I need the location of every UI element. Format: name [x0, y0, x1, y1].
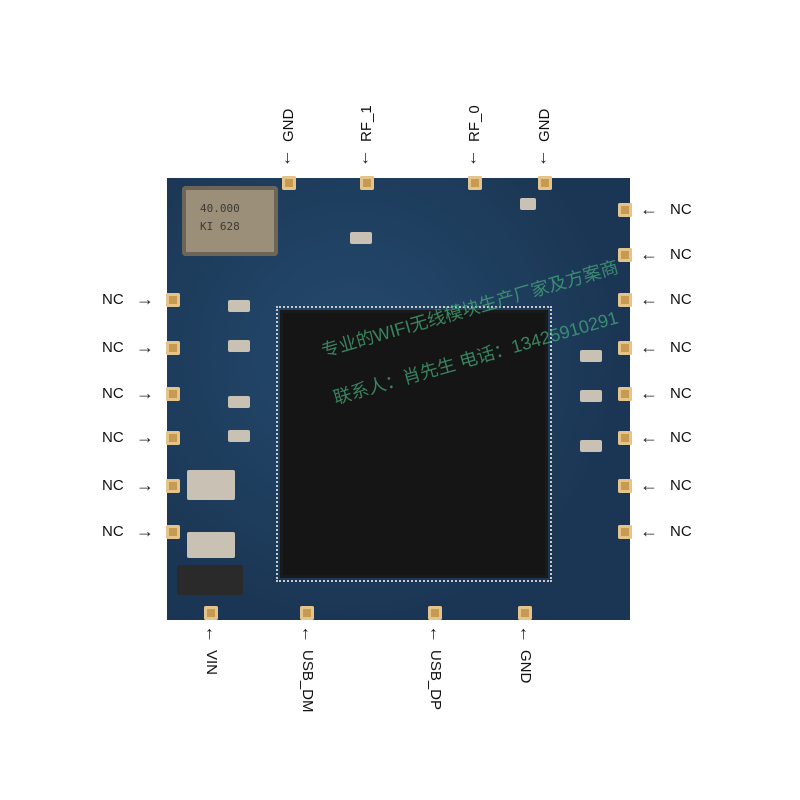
top-pin-label: RF_0: [466, 105, 483, 142]
left-pin-label: NC: [102, 291, 124, 308]
left-pin-pad: [166, 293, 180, 307]
smd-component: [580, 440, 602, 452]
left-pin-label: NC: [102, 429, 124, 446]
smd-component: [187, 470, 235, 500]
crystal-label-line1: 40.000: [200, 202, 240, 215]
left-arrow-icon: ←: [640, 383, 658, 403]
right-pin-pad: [618, 248, 632, 262]
right-pin-label: NC: [670, 477, 692, 494]
top-pin-label: RF_1: [358, 105, 375, 142]
bottom-pin-label: VIN: [203, 650, 220, 676]
down-arrow-icon: ↓: [469, 147, 478, 167]
left-pin-label: NC: [102, 385, 124, 402]
right-arrow-icon: →: [136, 475, 154, 495]
down-arrow-icon: ↓: [539, 147, 548, 167]
right-pin-pad: [618, 387, 632, 401]
right-pin-pad: [618, 431, 632, 445]
top-pin-pad: [360, 176, 374, 190]
top-pin-pad: [468, 176, 482, 190]
left-pin-label: NC: [102, 339, 124, 356]
right-pin-label: NC: [670, 339, 692, 356]
down-arrow-icon: ↓: [361, 147, 370, 167]
right-pin-pad: [618, 293, 632, 307]
smd-component: [350, 232, 372, 244]
left-arrow-icon: ←: [640, 244, 658, 264]
smd-component: [580, 390, 602, 402]
right-pin-pad: [618, 525, 632, 539]
up-arrow-icon: ↑: [519, 623, 528, 643]
left-pin-label: NC: [102, 477, 124, 494]
crystal-label-line2: KI 628: [200, 220, 240, 233]
right-arrow-icon: →: [136, 427, 154, 447]
crystal-oscillator: [182, 186, 278, 256]
top-pin-label: GND: [280, 108, 297, 142]
down-arrow-icon: ↓: [283, 147, 292, 167]
up-arrow-icon: ↑: [205, 623, 214, 643]
bottom-pin-pad: [300, 606, 314, 620]
up-arrow-icon: ↑: [301, 623, 310, 643]
smd-component: [228, 300, 250, 312]
smd-component: [228, 430, 250, 442]
left-pin-pad: [166, 431, 180, 445]
main-chip: [283, 313, 545, 575]
top-pin-label: GND: [536, 108, 553, 142]
right-pin-label: NC: [670, 523, 692, 540]
left-arrow-icon: ←: [640, 427, 658, 447]
left-arrow-icon: ←: [640, 475, 658, 495]
right-pin-label: NC: [670, 429, 692, 446]
left-arrow-icon: ←: [640, 289, 658, 309]
left-pin-pad: [166, 525, 180, 539]
smd-component: [187, 532, 235, 558]
right-pin-label: NC: [670, 201, 692, 218]
chip-pins: [276, 306, 552, 582]
right-arrow-icon: →: [136, 521, 154, 541]
smd-component: [580, 350, 602, 362]
right-pin-pad: [618, 479, 632, 493]
right-pin-label: NC: [670, 246, 692, 263]
bottom-pin-label: USB_DP: [427, 650, 444, 711]
right-pin-pad: [618, 341, 632, 355]
bottom-pin-pad: [428, 606, 442, 620]
smd-component: [228, 396, 250, 408]
right-arrow-icon: →: [136, 289, 154, 309]
smd-component: [228, 340, 250, 352]
right-pin-label: NC: [670, 385, 692, 402]
right-arrow-icon: →: [136, 337, 154, 357]
bottom-pin-pad: [518, 606, 532, 620]
left-arrow-icon: ←: [640, 521, 658, 541]
crystal-label: 40.000 KI 628: [200, 200, 240, 236]
up-arrow-icon: ↑: [429, 623, 438, 643]
left-arrow-icon: ←: [640, 199, 658, 219]
smd-component: [520, 198, 536, 210]
right-pin-label: NC: [670, 291, 692, 308]
top-pin-pad: [282, 176, 296, 190]
bottom-pin-pad: [204, 606, 218, 620]
smd-component: [177, 565, 243, 595]
left-pin-pad: [166, 387, 180, 401]
right-arrow-icon: →: [136, 383, 154, 403]
left-pin-pad: [166, 341, 180, 355]
left-arrow-icon: ←: [640, 337, 658, 357]
top-pin-pad: [538, 176, 552, 190]
right-pin-pad: [618, 203, 632, 217]
bottom-pin-label: GND: [517, 650, 534, 684]
left-pin-label: NC: [102, 523, 124, 540]
bottom-pin-label: USB_DM: [299, 650, 316, 713]
left-pin-pad: [166, 479, 180, 493]
